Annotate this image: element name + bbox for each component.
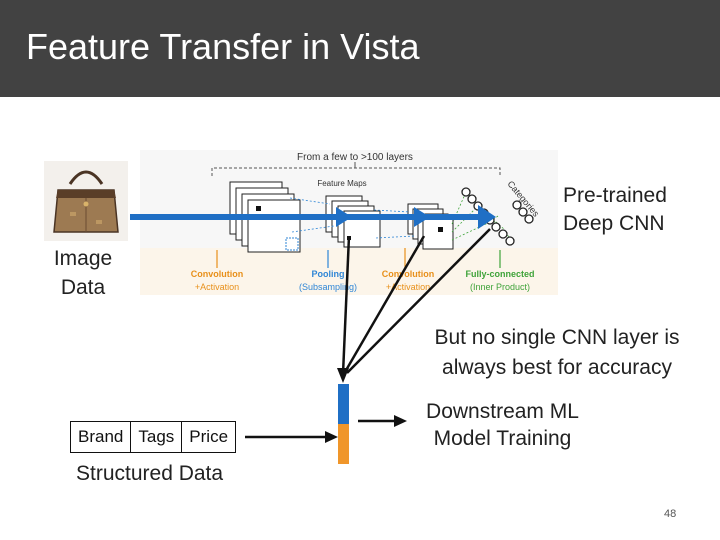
structured-data-label: Structured Data <box>76 462 224 485</box>
stage-1-name: Convolution <box>191 269 244 279</box>
layer-feature-arrows <box>341 228 491 375</box>
stage-4-sub: (Inner Product) <box>470 282 530 292</box>
image-data-label-line1: Image <box>53 247 113 270</box>
column-price: Price <box>189 427 229 446</box>
stage-3-name: Convolution <box>382 269 435 279</box>
stage-2-sub: (Subsampling) <box>299 282 357 292</box>
handbag-image <box>44 161 128 241</box>
stage-arrows <box>216 248 406 268</box>
stage-2-name: Pooling <box>312 269 345 279</box>
pretrained-cnn-label: Pre-trained Deep CNN <box>563 182 667 238</box>
title-bar: Feature Transfer in Vista <box>0 0 720 97</box>
conv-kernel-1 <box>256 206 261 211</box>
image-data-label: Image Data <box>44 244 122 302</box>
layer-feature-arrow-head <box>337 368 349 383</box>
flow-arrow-head-3 <box>478 205 496 229</box>
conv-kernel-2 <box>438 227 443 232</box>
layer-note-line1: But no single CNN layer is <box>434 326 680 349</box>
downstream-label-line2: Model Training <box>433 427 572 450</box>
stage-4-name: Fully-connected <box>465 269 534 279</box>
pooling-window <box>285 237 299 251</box>
structured-arrow-head <box>325 431 338 443</box>
pretrained-label-line1: Pre-trained <box>563 184 667 207</box>
flow-arrow-head-1 <box>336 207 352 227</box>
column-tags: Tags <box>131 422 183 452</box>
structured-data-table: Brand Tags Price <box>70 421 237 453</box>
feature-vector-cnn <box>338 384 349 424</box>
layer-note-line2: always best for accuracy <box>442 356 672 379</box>
page-number: 48 <box>664 508 677 520</box>
image-data-label-line2: Data <box>60 276 106 299</box>
downstream-label: Downstream ML Model Training <box>410 398 595 452</box>
layer-note: But no single CNN layer is always best f… <box>412 323 702 383</box>
feature-vector-structured <box>338 424 349 464</box>
cnn-bracket <box>211 167 501 176</box>
feature-maps-label: Feature Maps <box>317 179 366 188</box>
stage-3-sub: +Activation <box>386 282 430 292</box>
slide-title: Feature Transfer in Vista <box>26 26 420 67</box>
column-brand: Brand <box>71 422 132 452</box>
stage-1-sub: +Activation <box>195 282 239 292</box>
downstream-arrow-head <box>394 415 407 427</box>
cnn-top-label: From a few to >100 layers <box>297 152 413 163</box>
downstream-label-line1: Downstream ML <box>426 400 579 423</box>
flow-arrow-head-2 <box>414 207 430 227</box>
pretrained-label-line2: Deep CNN <box>563 212 665 235</box>
